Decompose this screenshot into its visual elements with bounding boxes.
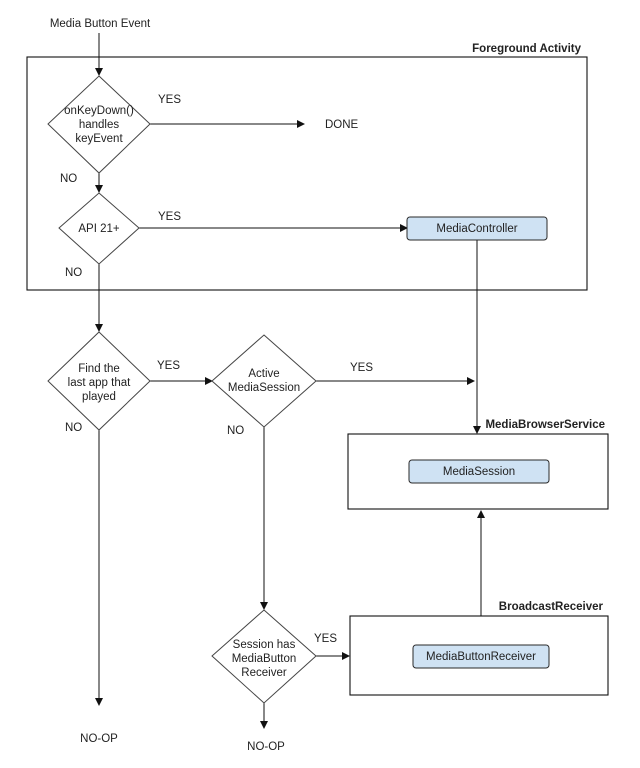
decision-session-has-receiver xyxy=(211,609,317,704)
decision-active-line-1: Active xyxy=(248,368,279,380)
media-button-receiver-label: MediaButtonReceiver xyxy=(426,651,536,663)
active-no-label: NO xyxy=(227,425,244,437)
decision-find-line-2: last app that xyxy=(68,377,131,389)
media-button-receiver-box xyxy=(412,644,550,669)
start-label: Media Button Event xyxy=(50,18,151,30)
decision-api21-text: API 21+ xyxy=(78,223,120,235)
api21-yes-label: YES xyxy=(158,211,181,223)
api21-no-label: NO xyxy=(65,267,82,279)
media-session-box xyxy=(408,459,550,484)
decision-onkeydown xyxy=(47,75,151,174)
decision-find-line-1: Find the xyxy=(78,363,120,375)
decision-active-session xyxy=(211,334,317,428)
decision-api21 xyxy=(58,192,140,265)
decision-session-has-line-2: MediaButton xyxy=(232,653,297,665)
session-yes-label: YES xyxy=(314,633,337,645)
edges xyxy=(95,33,485,729)
foreground-activity-title: Foreground Activity xyxy=(472,43,581,55)
decision-active-line-2: MediaSession xyxy=(228,382,300,394)
noop-left-label: NO-OP xyxy=(80,733,118,745)
onkeydown-no-label: NO xyxy=(60,173,77,185)
decision-session-has-line-3: Receiver xyxy=(241,667,287,679)
done-label: DONE xyxy=(325,119,359,131)
media-session-label: MediaSession xyxy=(443,466,515,478)
decision-session-has-line-1: Session has xyxy=(233,639,296,651)
decision-onkeydown-line-1: onKeyDown() xyxy=(64,105,134,117)
active-yes-label: YES xyxy=(350,362,373,374)
broadcast-receiver-title: BroadcastReceiver xyxy=(499,601,604,613)
media-controller-box xyxy=(406,216,548,241)
decision-onkeydown-line-3: keyEvent xyxy=(75,133,123,145)
media-browser-service-title: MediaBrowserService xyxy=(485,419,605,431)
onkeydown-yes-label: YES xyxy=(158,94,181,106)
decision-find-line-3: played xyxy=(82,391,116,403)
broadcast-receiver-container xyxy=(349,615,609,696)
foreground-activity-container xyxy=(26,56,588,291)
find-no-label: NO xyxy=(65,422,82,434)
decision-find-last-app xyxy=(47,331,151,431)
media-controller-label: MediaController xyxy=(436,223,517,235)
decision-onkeydown-line-2: handles xyxy=(79,119,120,131)
media-browser-service-container xyxy=(347,433,609,510)
find-yes-label: YES xyxy=(157,360,180,372)
noop-bottom-label: NO-OP xyxy=(247,741,285,753)
